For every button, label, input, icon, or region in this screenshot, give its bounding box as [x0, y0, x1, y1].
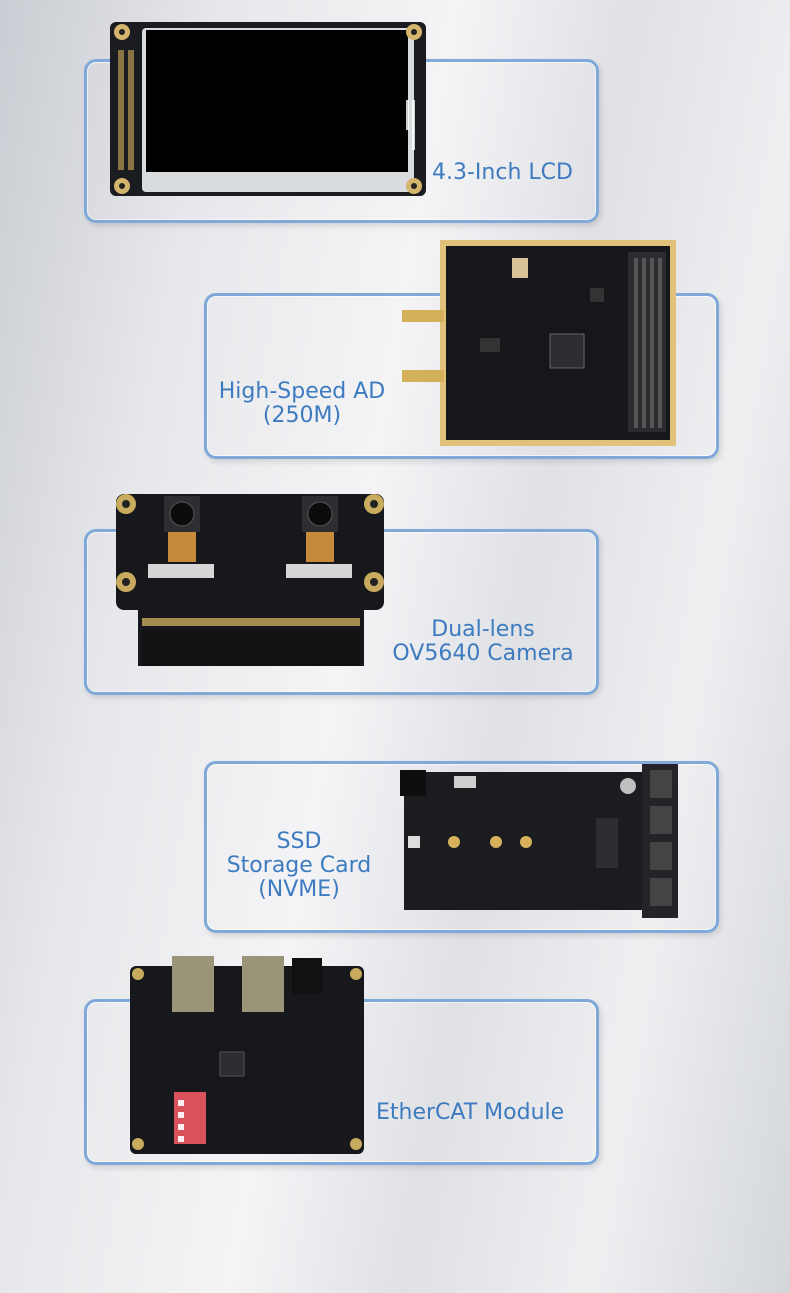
camera-label-line-1: Dual-lens [431, 617, 535, 642]
ad-label-line-1: High-Speed AD [218, 379, 386, 404]
camera-label: Dual-lens OV5640 Camera [378, 618, 588, 666]
ssd-label-line-2: Storage Card [226, 853, 372, 878]
ssd-label: SSD Storage Card (NVME) [214, 830, 384, 902]
ethercat-board-image [130, 956, 364, 1154]
lcd-board-image [110, 22, 426, 196]
camera-board-image [116, 494, 384, 666]
ssd-board-image [400, 764, 678, 918]
camera-label-line-2: OV5640 Camera [392, 641, 574, 666]
lcd-label: 4.3-Inch LCD [432, 161, 573, 185]
ethercat-label-line-1: EtherCAT Module [376, 1100, 565, 1125]
ssd-label-line-1: SSD [276, 829, 322, 854]
ad-board-image [402, 240, 676, 446]
lcd-label-line-1: 4.3-Inch LCD [432, 160, 573, 185]
ssd-label-line-3: (NVME) [258, 877, 340, 902]
ad-label: High-Speed AD (250M) [216, 380, 388, 428]
ssd-frame [204, 761, 719, 933]
ethercat-label: EtherCAT Module [376, 1101, 564, 1125]
ad-label-line-2: (250M) [262, 403, 342, 428]
